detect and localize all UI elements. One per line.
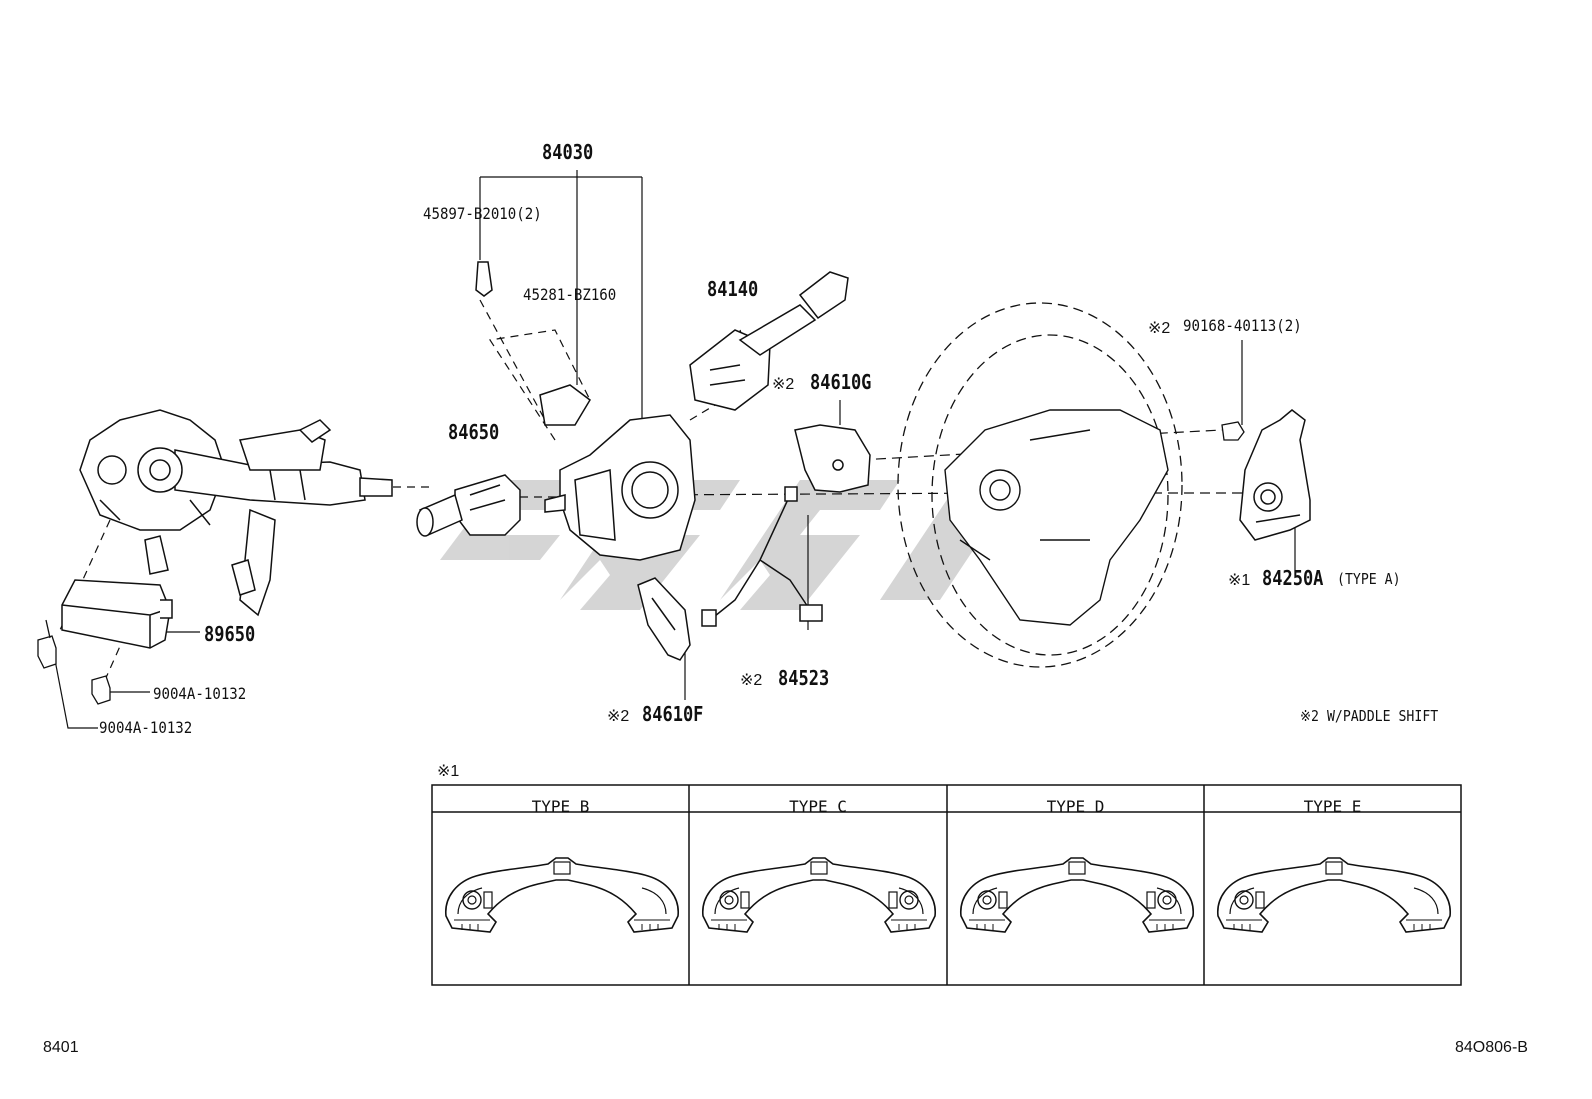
steering-wheel (897, 302, 1183, 668)
label-84610f: 84610F (642, 702, 704, 726)
label-45281: 45281-BZ160 (523, 285, 617, 304)
label-89650: 89650 (204, 622, 256, 646)
type-c-switch (701, 857, 937, 933)
label-9004a-2: 9004A-10132 (99, 718, 193, 737)
note-table-mark: ※1 (437, 763, 460, 780)
lever-84140 (689, 271, 849, 411)
screw-90168 (1221, 421, 1245, 441)
label-84250a: 84250A (1262, 566, 1324, 590)
type-e-header: TYPE E (1303, 797, 1362, 816)
type-d-header: TYPE D (1046, 797, 1105, 816)
label-9004a-1: 9004A-10132 (153, 684, 247, 703)
spiral-cable-84030 (475, 261, 696, 561)
type-e-switch (1216, 857, 1452, 933)
mark-84523: ※2 (740, 672, 763, 689)
bolt-9004a-a (37, 619, 57, 669)
footer-figure-code: 84O806-B (1455, 1039, 1528, 1056)
mark-84610f: ※2 (607, 708, 630, 725)
label-45897: 45897-B2010(2) (423, 204, 542, 223)
mark-84250a: ※1 (1228, 572, 1251, 589)
label-84650: 84650 (448, 420, 500, 444)
mark-84610g: ※2 (772, 376, 795, 393)
label-90168: 90168-40113(2) (1183, 316, 1302, 335)
label-84250a-type: (TYPE A) (1337, 570, 1401, 588)
switch-84250a (1239, 409, 1311, 541)
note-paddle-shift: ※2 W/PADDLE SHIFT (1300, 707, 1439, 725)
label-84610g: 84610G (810, 370, 872, 394)
type-c-header: TYPE C (789, 797, 847, 816)
steering-column (79, 409, 393, 617)
type-b-header: TYPE B (531, 797, 590, 816)
harness-84523 (701, 486, 823, 627)
label-84030: 84030 (542, 140, 594, 164)
footer-page-id: 8401 (43, 1039, 79, 1056)
ecu-89650 (61, 579, 173, 649)
type-d-switch (959, 857, 1195, 933)
switch-84650 (416, 474, 521, 537)
mark-90168: ※2 (1148, 320, 1171, 337)
bolt-9004a-b (91, 675, 111, 705)
steering-hub (944, 409, 1169, 626)
label-84523: 84523 (778, 666, 830, 690)
paddle-84610g (794, 424, 871, 493)
type-b-switch (444, 857, 680, 933)
label-84140: 84140 (707, 277, 759, 301)
paddle-84610f (637, 577, 691, 661)
types-table (431, 784, 1462, 986)
